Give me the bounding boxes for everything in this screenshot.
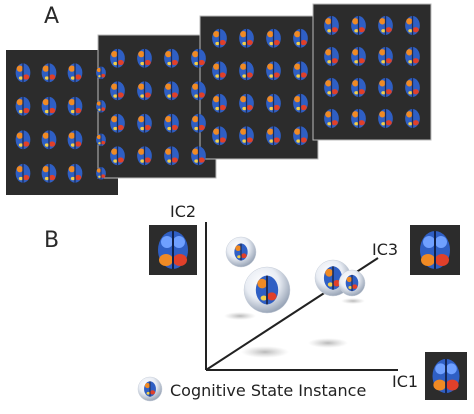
brain-slice	[266, 126, 281, 146]
brain-slice	[266, 61, 281, 81]
brain-slice	[67, 96, 83, 116]
state-sphere-1	[225, 236, 257, 268]
brain-slice	[239, 93, 254, 113]
shadow-2	[241, 346, 289, 358]
brain-slice	[137, 81, 152, 101]
state-sphere-2	[243, 266, 291, 314]
brain-slice	[191, 81, 206, 101]
brain-slice	[405, 78, 420, 97]
ic3-component-map	[410, 225, 460, 275]
brain-slice	[239, 126, 254, 146]
brain-slice	[15, 96, 31, 116]
brain-slice	[67, 63, 83, 83]
ic2-component-map	[149, 225, 197, 275]
brain-slice	[378, 109, 393, 128]
panel-a-label: A	[44, 4, 60, 29]
brain-slice	[137, 146, 152, 166]
brain-slice	[191, 113, 206, 133]
brain-slice	[293, 28, 308, 48]
brain-slice	[324, 47, 339, 66]
brain-slice	[351, 78, 366, 97]
brain-slice	[41, 163, 57, 183]
ic1-component-map	[425, 352, 467, 400]
brain-slice	[266, 28, 281, 48]
brain-slice	[324, 109, 339, 128]
brain-slice	[15, 163, 31, 183]
ic2-axis-label: IC2	[170, 202, 197, 221]
brain-slice	[212, 93, 227, 113]
brain-slice	[67, 163, 83, 183]
brain-slice	[164, 48, 179, 68]
brain-slice	[15, 130, 31, 150]
brain-slice	[41, 96, 57, 116]
brain-slice	[41, 130, 57, 150]
shadow-4	[341, 298, 365, 304]
legend-sphere-icon	[137, 376, 163, 402]
brain-slice	[96, 133, 106, 147]
brain-slice	[351, 109, 366, 128]
ic3-axis-label: IC3	[372, 240, 399, 259]
brain-slice	[324, 78, 339, 97]
legend-label: Cognitive State Instance	[170, 381, 367, 400]
shadow-1	[224, 312, 256, 320]
brain-slice	[164, 113, 179, 133]
state-sphere-4	[338, 269, 366, 297]
brain-slice	[378, 16, 393, 35]
brain-slice	[110, 113, 125, 133]
brain-slice	[164, 81, 179, 101]
brain-slice	[110, 146, 125, 166]
brain-slice	[137, 113, 152, 133]
brain-slice	[405, 16, 420, 35]
brain-slice	[405, 109, 420, 128]
brain-slice	[96, 100, 106, 113]
brain-slice	[110, 48, 125, 68]
brain-slice	[110, 81, 125, 101]
brain-slice	[67, 130, 83, 150]
brain-slice	[266, 93, 281, 113]
shadow-3	[308, 338, 348, 348]
brain-slice	[405, 47, 420, 66]
brain-slice	[378, 47, 393, 66]
brain-slice	[96, 66, 106, 80]
brain-slice	[293, 126, 308, 146]
brain-slice	[212, 126, 227, 146]
brain-slice	[137, 48, 152, 68]
brain-slice	[191, 48, 206, 68]
brain-slice	[212, 28, 227, 48]
brain-slice	[293, 61, 308, 81]
brain-slice	[164, 146, 179, 166]
panel-b-label: B	[44, 228, 60, 253]
brain-slice	[41, 63, 57, 83]
brain-slice	[293, 93, 308, 113]
brain-slice	[15, 63, 31, 83]
ic1-axis-label: IC1	[392, 372, 419, 391]
brain-slice	[351, 16, 366, 35]
brain-slice	[378, 78, 393, 97]
brain-slice	[212, 61, 227, 81]
brain-slice	[239, 61, 254, 81]
brain-slice	[351, 47, 366, 66]
brain-slice	[239, 28, 254, 48]
brain-slice	[191, 146, 206, 166]
brain-slice	[96, 167, 106, 180]
brain-slice	[324, 16, 339, 35]
